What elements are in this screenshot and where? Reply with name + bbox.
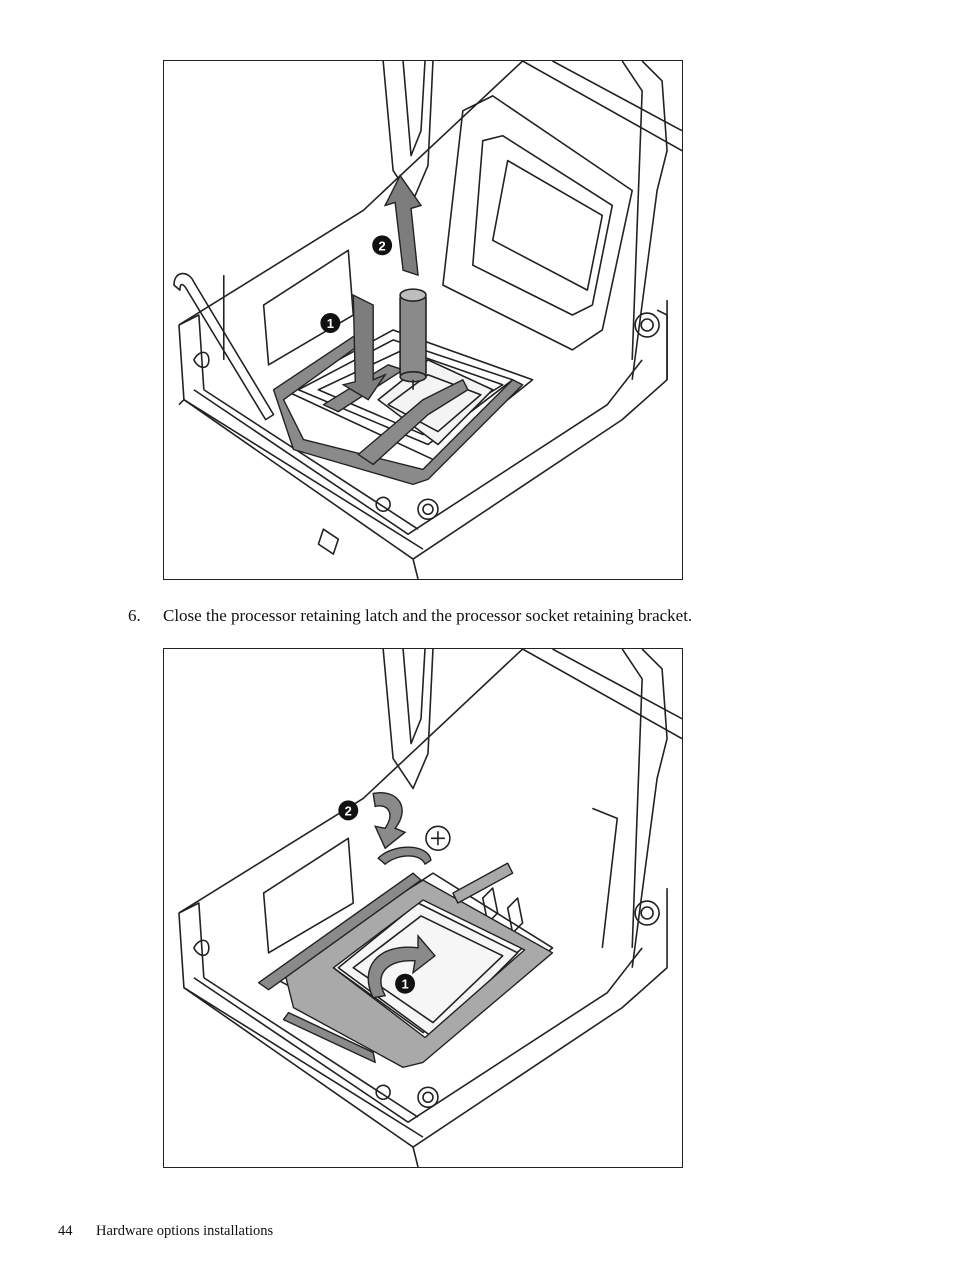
figure-remove-processor-tool: 1 2 (163, 60, 683, 580)
curved-arrow-icon (367, 933, 436, 999)
curved-arrow-down-icon (372, 791, 407, 850)
callout-1-badge: 1 (395, 973, 416, 994)
processor-install-illustration-1: 1 2 (173, 61, 682, 579)
svg-text:2: 2 (379, 238, 386, 253)
processor-install-illustration-2: 1 2 (178, 649, 682, 1167)
svg-text:2: 2 (345, 803, 352, 818)
callout-2-badge: 2 (372, 235, 393, 256)
section-title: Hardware options installations (96, 1223, 274, 1239)
page-footer: 44 Hardware options installations (58, 1222, 273, 1240)
callout-2-badge: 2 (338, 800, 359, 821)
svg-text:1: 1 (401, 977, 408, 992)
step-6: 6. Close the processor retaining latch an… (128, 605, 692, 627)
figure-close-latch-bracket: 1 2 (163, 648, 683, 1168)
arrow-up-icon (383, 174, 423, 277)
arrow-down-icon (341, 293, 388, 401)
step-text: Close the processor retaining latch and … (163, 606, 693, 625)
page-number: 44 (58, 1223, 73, 1239)
step-number: 6. (128, 606, 141, 625)
callout-1-badge: 1 (320, 313, 341, 333)
svg-text:1: 1 (327, 316, 334, 331)
